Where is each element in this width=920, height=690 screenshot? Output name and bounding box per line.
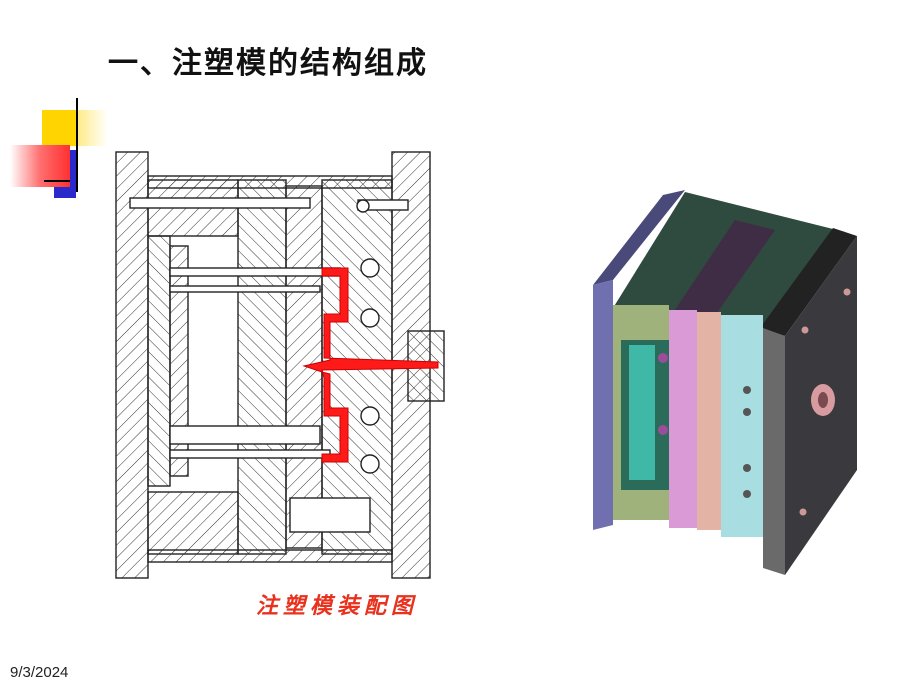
bolt-hole [743, 464, 751, 472]
mold-assembly-cross-section [115, 151, 445, 579]
top-face-left-plate [593, 190, 685, 285]
spacer-block-bottom [147, 491, 239, 555]
top-face-right-plate [760, 228, 857, 336]
bolt-hole [743, 386, 751, 394]
slide-date: 9/3/2024 [10, 664, 69, 681]
ejector-rod-3d [658, 425, 668, 435]
clamp-bolt [801, 326, 809, 334]
clamp-bolt [843, 288, 851, 296]
bolt-hole [743, 408, 751, 416]
top-screw [129, 197, 311, 209]
bottom-rail [147, 549, 393, 563]
slide-title: 一、注塑模的结构组成 [108, 46, 428, 81]
cooling-hole [360, 406, 380, 426]
clamp-bolt [799, 508, 807, 516]
moving-clamp-plate [115, 151, 149, 579]
drawing-caption: 注塑模装配图 [256, 593, 419, 619]
cooling-hole [360, 308, 380, 328]
decorative-corner-squares [10, 98, 108, 198]
ejector-pin-3 [169, 425, 321, 445]
support-plate [237, 179, 287, 555]
ejector-retainer-plate [147, 235, 171, 487]
right-clamp-plate [763, 328, 785, 575]
melt-flow-path [302, 267, 439, 463]
ejector-plate-3d [629, 345, 655, 480]
ejector-pin-1 [169, 267, 341, 277]
guide-pin [289, 497, 371, 533]
bolt-head [356, 199, 370, 213]
plate-tan [697, 312, 721, 530]
ejector-pin-2 [169, 285, 321, 293]
sprue-hole [818, 392, 828, 408]
bolt-hole [743, 490, 751, 498]
cooling-hole [360, 258, 380, 278]
cooling-hole [360, 454, 380, 474]
top-rail [147, 175, 393, 189]
mold-3d-model [593, 190, 857, 575]
left-clamp-plate [593, 280, 613, 530]
ejector-pin-4 [169, 449, 331, 459]
plate-cyan [721, 315, 763, 537]
top-face-purple [665, 220, 775, 330]
yellow-square-solid [42, 110, 76, 146]
plate-pink [669, 310, 697, 528]
ejector-rod-3d [658, 353, 668, 363]
ejector-plate [169, 245, 189, 477]
